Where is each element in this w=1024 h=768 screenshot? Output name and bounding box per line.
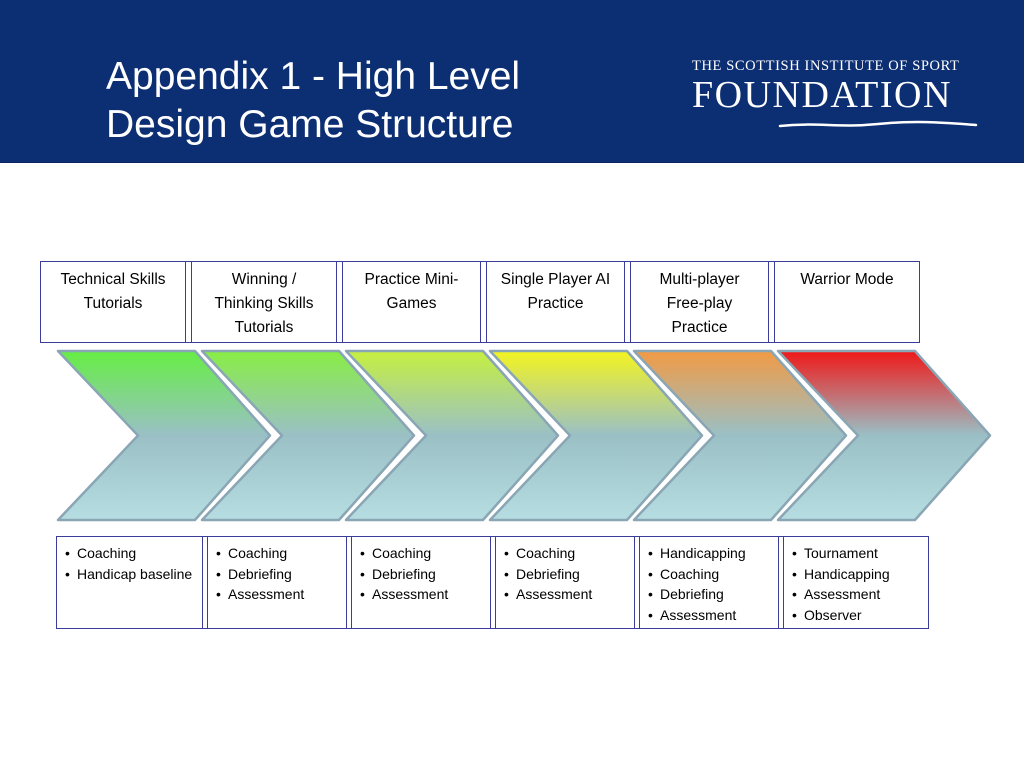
activity-item: Coaching xyxy=(360,543,490,564)
logo-swoosh-icon xyxy=(778,120,978,128)
stage-label-warrior-mode: Warrior Mode xyxy=(774,261,920,343)
chevron-stage-2 xyxy=(200,349,416,522)
chevron-stage-5 xyxy=(632,349,848,522)
stage-activities-3: Coaching Debriefing Assessment xyxy=(351,536,491,629)
activity-item: Tournament xyxy=(792,543,928,564)
activity-item: Assessment xyxy=(792,584,928,605)
activity-item: Coaching xyxy=(65,543,202,564)
logo-subtitle: THE SCOTTISH INSTITUTE OF SPORT xyxy=(692,58,960,74)
stage-label-practice-mini-games: Practice Mini- Games xyxy=(342,261,481,343)
activity-item: Assessment xyxy=(648,605,778,626)
stage-label-multi-player: Multi-player Free-play Practice xyxy=(630,261,769,343)
activity-item: Handicapping xyxy=(792,564,928,585)
chevron-stage-4 xyxy=(488,349,704,522)
title-line-1: Appendix 1 - High Level xyxy=(106,55,521,98)
activity-item: Handicapping xyxy=(648,543,778,564)
page-title: Appendix 1 - High Level Design Game Stru… xyxy=(106,53,626,149)
activity-item: Coaching xyxy=(504,543,634,564)
stage-activities-4: Coaching Debriefing Assessment xyxy=(495,536,635,629)
title-line-2: Design Game Structure xyxy=(106,103,514,146)
activity-item: Assessment xyxy=(360,584,490,605)
stage-activities-2: Coaching Debriefing Assessment xyxy=(207,536,347,629)
activity-item: Coaching xyxy=(648,564,778,585)
stage-activities-1: Coaching Handicap baseline xyxy=(56,536,203,629)
activity-item: Debriefing xyxy=(504,564,634,585)
header-banner: Appendix 1 - High Level Design Game Stru… xyxy=(0,0,1024,163)
activity-item: Coaching xyxy=(216,543,346,564)
stage-activities-6: Tournament Handicapping Assessment Obser… xyxy=(783,536,929,629)
activity-item: Assessment xyxy=(504,584,634,605)
chevron-stage-1 xyxy=(56,349,272,522)
stage-label-single-player-ai: Single Player AI Practice xyxy=(486,261,625,343)
stage-label-technical-skills: Technical Skills Tutorials xyxy=(40,261,186,343)
activity-item: Observer xyxy=(792,605,928,626)
activity-item: Debriefing xyxy=(360,564,490,585)
logo-wordmark: FOUNDATION xyxy=(692,74,952,116)
activity-item: Debriefing xyxy=(216,564,346,585)
chevron-stage-3 xyxy=(344,349,560,522)
chevron-stage-6 xyxy=(776,349,992,522)
activity-item: Handicap baseline xyxy=(65,564,202,585)
activity-item: Debriefing xyxy=(648,584,778,605)
foundation-logo: THE SCOTTISH INSTITUTE OF SPORT FOUNDATI… xyxy=(690,58,990,130)
stage-activities-5: Handicapping Coaching Debriefing Assessm… xyxy=(639,536,779,629)
stage-label-winning-thinking: Winning / Thinking Skills Tutorials xyxy=(191,261,337,343)
activity-item: Assessment xyxy=(216,584,346,605)
